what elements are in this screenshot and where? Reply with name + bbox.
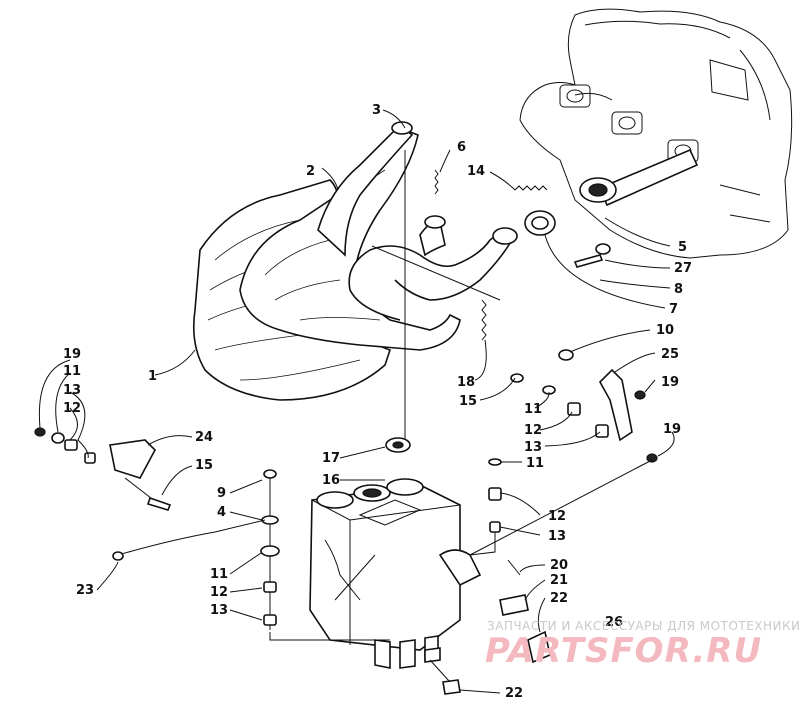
- cable-terminal: [112, 551, 124, 561]
- callout-22-right: 22: [550, 591, 568, 606]
- callout-11-left: 11: [63, 364, 81, 379]
- callout-7: 7: [669, 302, 678, 317]
- bolt-27: [573, 243, 611, 268]
- seal-ring: [524, 210, 556, 236]
- watermark-caption: ЗАПЧАСТИ И АКСЕССУАРЫ ДЛЯ МОТОТЕХНИКИ: [487, 619, 800, 633]
- exhaust-manifold-pipe: [579, 148, 699, 207]
- callout-12-right: 12: [524, 423, 542, 438]
- callout-labels: 1 2 3 6 14 5 27 8 7 10 25 19 19 19 11 13…: [63, 103, 692, 701]
- callout-5: 5: [678, 240, 687, 255]
- callout-12-center: 12: [548, 509, 566, 524]
- watermark: ЗАПЧАСТИ И АКСЕССУАРЫ ДЛЯ МОТОТЕХНИКИ PA…: [485, 619, 800, 671]
- spring-6: [434, 169, 439, 195]
- callout-1: 1: [148, 369, 157, 384]
- silencer-box: [309, 478, 482, 669]
- callout-12-left: 12: [63, 401, 81, 416]
- callout-20: 20: [550, 558, 568, 573]
- callout-16: 16: [322, 473, 340, 488]
- engine-block: [519, 8, 793, 259]
- callout-4: 4: [217, 505, 226, 520]
- callout-19-left: 19: [63, 347, 81, 362]
- callout-11-center: 11: [526, 456, 544, 471]
- callout-11-right: 11: [524, 402, 542, 417]
- callout-13-right: 13: [524, 440, 542, 455]
- alignment-line: [371, 150, 501, 440]
- grommet-17-hole: [392, 441, 404, 449]
- callout-11-lower: 11: [210, 567, 228, 582]
- callout-13-lower: 13: [210, 603, 228, 618]
- left-bracket-assembly: [34, 427, 172, 511]
- ground-cable: [117, 519, 266, 556]
- callout-13-center: 13: [548, 529, 566, 544]
- callout-8: 8: [674, 282, 683, 297]
- callout-24: 24: [195, 430, 213, 445]
- callout-21: 21: [550, 573, 568, 588]
- callout-10: 10: [656, 323, 674, 338]
- callout-17: 17: [322, 451, 340, 466]
- callout-2: 2: [306, 164, 315, 179]
- callout-9: 9: [217, 486, 226, 501]
- callout-13-left: 13: [63, 383, 81, 398]
- expansion-chamber: [239, 121, 518, 351]
- callout-14: 14: [467, 164, 485, 179]
- callout-27: 27: [674, 261, 692, 276]
- callout-26: 26: [605, 615, 623, 630]
- callout-23: 23: [76, 583, 94, 598]
- callout-15-right: 15: [459, 394, 477, 409]
- callout-19-right-lower: 19: [663, 422, 681, 437]
- callout-19-right-upper: 19: [661, 375, 679, 390]
- callout-6: 6: [457, 140, 466, 155]
- lower-right-hardware: [424, 559, 551, 695]
- leader-lines: [38, 109, 675, 694]
- watermark-logo: PARTSFOR.RU: [485, 631, 762, 671]
- callout-22-bottom: 22: [505, 686, 523, 701]
- spring-18: [481, 299, 487, 341]
- left-mounting-stack: [260, 469, 390, 641]
- right-bracket-25: [469, 349, 658, 556]
- callout-12-lower: 12: [210, 585, 228, 600]
- callout-3: 3: [372, 103, 381, 118]
- callout-15-left: 15: [195, 458, 213, 473]
- callout-18: 18: [457, 375, 475, 390]
- callout-25: 25: [661, 347, 679, 362]
- spring-14: [514, 185, 548, 191]
